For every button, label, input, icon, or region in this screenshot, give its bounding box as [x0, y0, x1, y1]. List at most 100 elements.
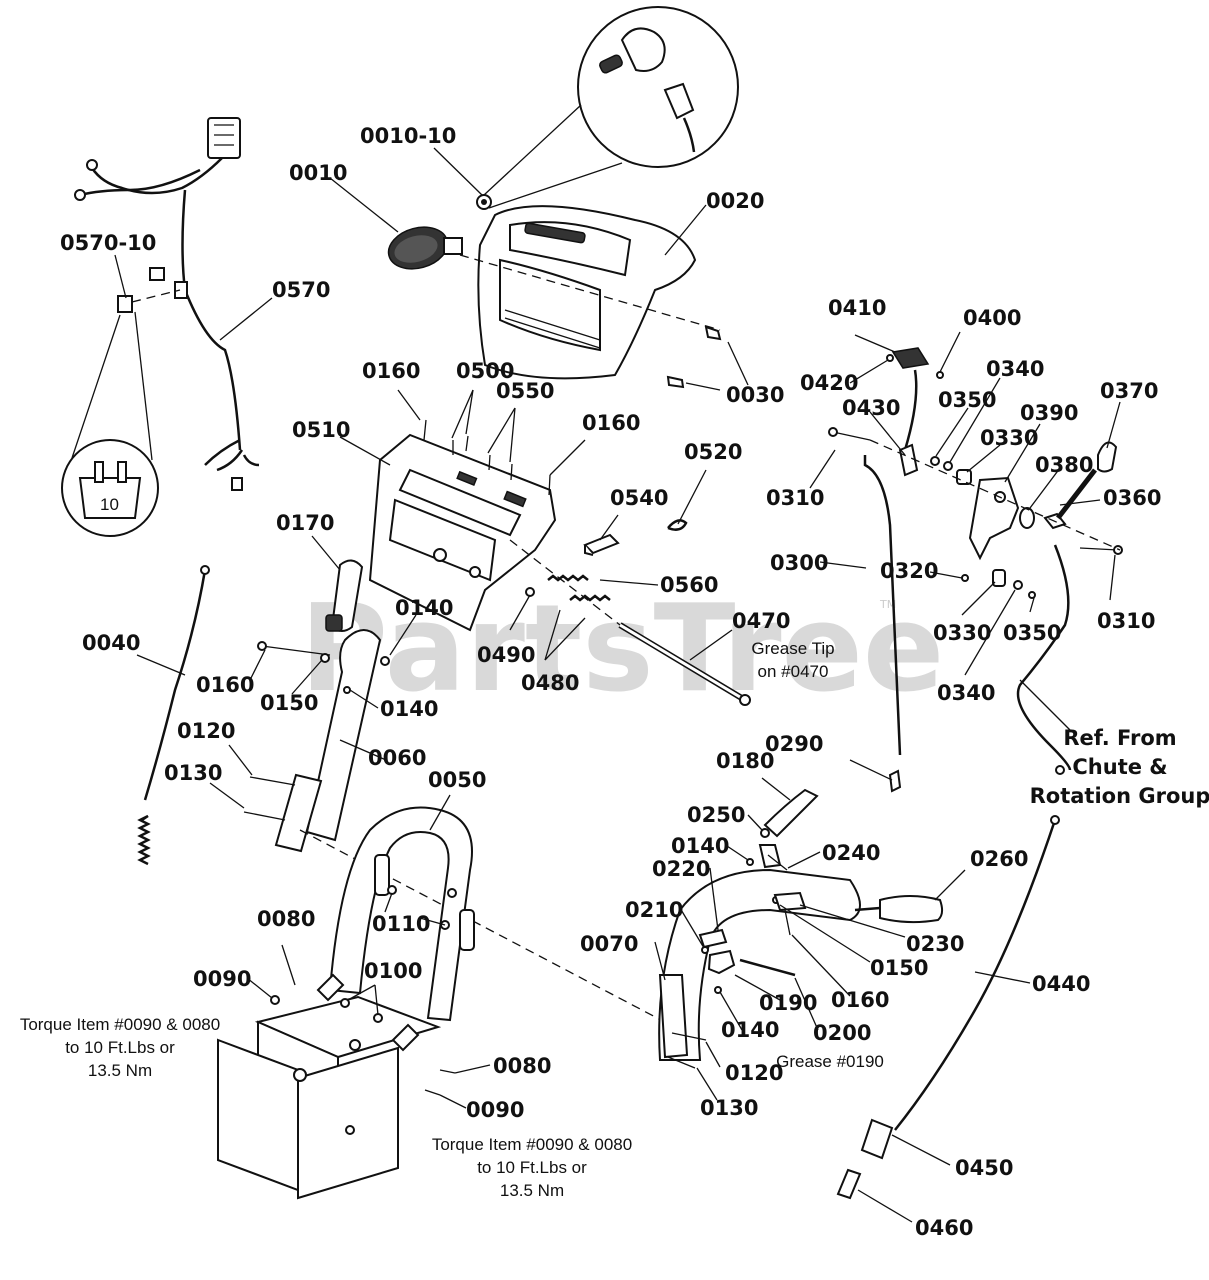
watermark: PartsTree [300, 580, 944, 719]
washer-0350-a [930, 456, 940, 466]
callout-0290: 0290 [765, 732, 823, 756]
callout-0350-a: 0350 [938, 388, 996, 412]
bolt-0090-b [424, 1089, 441, 1096]
washer-0340-a [943, 461, 953, 471]
bolt-0240 [767, 854, 788, 871]
callout-0050: 0050 [428, 768, 486, 792]
callout-0330-a: 0330 [980, 426, 1038, 450]
nut-0100-b [373, 1013, 383, 1023]
callout-0130-a: 0130 [164, 761, 222, 785]
callout-0160-b: 0160 [582, 411, 640, 435]
rod-0200 [739, 958, 796, 977]
cable-0440 [894, 815, 1060, 1131]
callout-0360: 0360 [1103, 486, 1161, 510]
callout-0130-b: 0130 [700, 1096, 758, 1120]
nut-0140-d [714, 986, 722, 994]
bolt-0160-right [784, 909, 791, 936]
rod-0300 [863, 455, 902, 793]
callout-0310-b: 0310 [1097, 609, 1155, 633]
nut-0140-a [380, 656, 390, 666]
bracket-0390 [968, 476, 1020, 561]
callout-0110: 0110 [372, 912, 430, 936]
callout-0260: 0260 [970, 847, 1028, 871]
lower-handle-0050 [328, 806, 475, 1022]
callout-0090-b: 0090 [466, 1098, 524, 1122]
callout-0240: 0240 [822, 841, 880, 865]
bolt-0120-left [249, 776, 296, 786]
callout-0490: 0490 [477, 643, 535, 667]
torque-left-line3: 13.5 Nm [88, 1061, 152, 1080]
right-upper-handle-0070 [658, 868, 861, 1061]
callout-0020: 0020 [706, 189, 764, 213]
bracket-0190 [707, 949, 736, 975]
callout-0170: 0170 [276, 511, 334, 535]
ref-line1: Ref. From [1063, 726, 1176, 750]
callout-0430: 0430 [842, 396, 900, 420]
grease-tip-line2: on #0470 [758, 662, 829, 681]
washer-0380 [1019, 507, 1035, 529]
callout-0150-b: 0150 [870, 956, 928, 980]
chute-cable [1016, 544, 1072, 771]
callout-0160-a: 0160 [362, 359, 420, 383]
nut-0140-c [746, 858, 754, 866]
callout-0300: 0300 [770, 551, 828, 575]
callout-0500: 0500 [456, 359, 514, 383]
bolt-0160-left [261, 645, 331, 656]
headlight-bulb-0010-10 [476, 194, 492, 210]
frame-plates [217, 995, 442, 1200]
grip-0170 [325, 559, 364, 632]
callout-0350-b: 0350 [1003, 621, 1061, 645]
callout-0450: 0450 [955, 1156, 1013, 1180]
bracket-right-clamp [391, 1023, 420, 1052]
callout-0010: 0010 [289, 161, 347, 185]
headlight-0010 [387, 226, 463, 270]
callout-0030: 0030 [726, 383, 784, 407]
grease-0190-note: Grease #0190 [776, 1052, 884, 1071]
callout-0080-b: 0080 [493, 1054, 551, 1078]
callout-0120-a: 0120 [177, 719, 235, 743]
torque-left-line2: to 10 Ft.Lbs or [65, 1038, 175, 1057]
callout-0060: 0060 [368, 746, 426, 770]
grease-tip-line1: Grease Tip [751, 639, 834, 658]
callout-0140-d: 0140 [721, 1018, 779, 1042]
cable-0040 [137, 565, 210, 866]
callout-0150-a: 0150 [260, 691, 318, 715]
bolt-0090-a [270, 995, 280, 1005]
callout-0440: 0440 [1032, 972, 1090, 996]
bolt-0120-right [671, 1032, 707, 1041]
nut-0100-a [340, 998, 350, 1008]
torque-right-line3: 13.5 Nm [500, 1181, 564, 1200]
callout-0220: 0220 [652, 857, 710, 881]
callout-0190: 0190 [759, 991, 817, 1015]
callout-0040: 0040 [82, 631, 140, 655]
watermark-trademark: TM [879, 598, 896, 611]
clip-0520 [667, 519, 688, 531]
nut-0320 [961, 574, 969, 582]
shift-bracket-0430 [898, 443, 919, 477]
sleeve-0450 [860, 1118, 894, 1160]
fuse-detail-circle: 10 [61, 311, 159, 537]
washer-0350-b [1028, 591, 1036, 599]
console-0510 [368, 433, 557, 632]
nut-0250 [760, 828, 770, 838]
callout-0320: 0320 [880, 559, 938, 583]
rod-0470 [618, 622, 751, 706]
torque-right-line2: to 10 Ft.Lbs or [477, 1158, 587, 1177]
callout-0120-b: 0120 [725, 1061, 783, 1085]
callout-0250: 0250 [687, 803, 745, 827]
washer-0140-b [343, 686, 351, 694]
callout-0460: 0460 [915, 1216, 973, 1240]
bolt-0310-b [1079, 547, 1119, 551]
bracket-left-clamp [316, 973, 345, 1002]
callouts: 0010-10 0010 0020 0030 0570-10 0570 0160… [60, 124, 1161, 1240]
callout-0080-a: 0080 [257, 907, 315, 931]
bushing-0330-b [992, 569, 1006, 587]
callout-0480: 0480 [521, 671, 579, 695]
callout-0340-b: 0340 [937, 681, 995, 705]
callout-0370: 0370 [1100, 379, 1158, 403]
notes: Grease Tip on #0470 Ref. From Chute & Ro… [20, 639, 1209, 1200]
callout-0380: 0380 [1035, 453, 1093, 477]
callout-0510: 0510 [292, 418, 350, 442]
wiring-harness-0570 [74, 117, 260, 491]
